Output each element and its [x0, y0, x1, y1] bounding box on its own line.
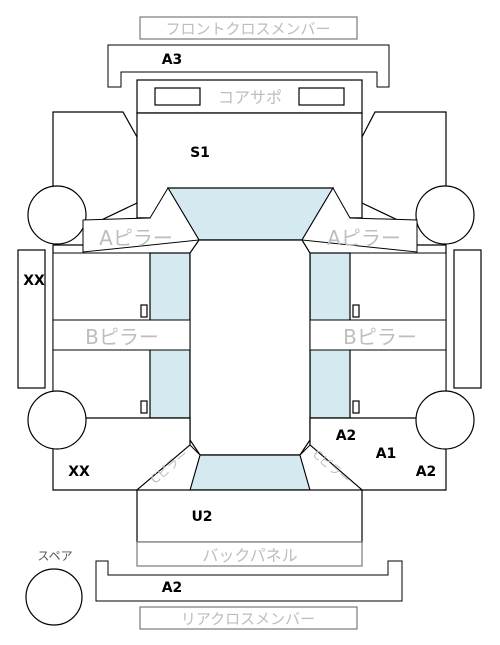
b-pillar-right-area — [309, 319, 447, 351]
a-pillar-left-label: Aピラー — [99, 226, 173, 250]
rear-cross-member-label: リアクロスメンバー — [181, 610, 315, 628]
right-rear-quarter-grade: A2 — [416, 464, 437, 480]
left-rear-quarter-grade: XX — [68, 464, 90, 480]
front-cross-member-label: フロントクロスメンバー — [165, 20, 330, 38]
spare-tire — [25, 568, 83, 626]
rear-floor — [136, 489, 363, 543]
front-cross-member-bracket — [107, 44, 390, 88]
rear-cross-member-grade: A2 — [162, 580, 183, 596]
core-support-left-slot — [154, 87, 201, 106]
rear-cross-member-bracket — [95, 560, 403, 602]
left-side-sill-grade: XX — [23, 273, 45, 289]
rear-cross-member-box — [139, 606, 358, 630]
core-support-right-slot — [298, 87, 345, 106]
hood-grade: S1 — [190, 145, 210, 161]
right-front-door-handle — [352, 304, 360, 318]
left-side-sill — [17, 249, 46, 389]
right-rear-door-handle — [352, 400, 360, 414]
core-support-label: コアサポ — [218, 88, 282, 107]
a-pillar-right-area — [301, 187, 418, 253]
front-cross-member-box — [139, 16, 358, 40]
b-pillar-left-area — [52, 319, 191, 351]
left-front-door-handle — [140, 304, 148, 318]
front-right-wheel — [415, 185, 475, 245]
right-rear-wheel-grade: A1 — [376, 446, 397, 462]
b-pillar-left-label: Bピラー — [85, 325, 159, 349]
b-pillar-right-label: Bピラー — [343, 325, 417, 349]
rear-left-wheel — [27, 390, 87, 450]
spare-label: スペア — [37, 549, 72, 563]
a-pillar-left-area — [82, 187, 200, 253]
front-left-wheel — [27, 185, 87, 245]
rear-right-wheel — [415, 390, 475, 450]
roof — [189, 239, 311, 456]
right-rear-inner-grade: A2 — [336, 428, 357, 444]
right-side-sill — [453, 249, 482, 389]
rear-window — [189, 454, 311, 491]
a-pillar-right-label: Aピラー — [327, 226, 401, 250]
back-panel-label: バックパネル — [202, 546, 297, 565]
left-rear-door-handle — [140, 400, 148, 414]
front-cross-member-grade: A3 — [162, 52, 183, 68]
rear-floor-grade: U2 — [191, 509, 212, 525]
back-panel-box — [136, 541, 363, 567]
